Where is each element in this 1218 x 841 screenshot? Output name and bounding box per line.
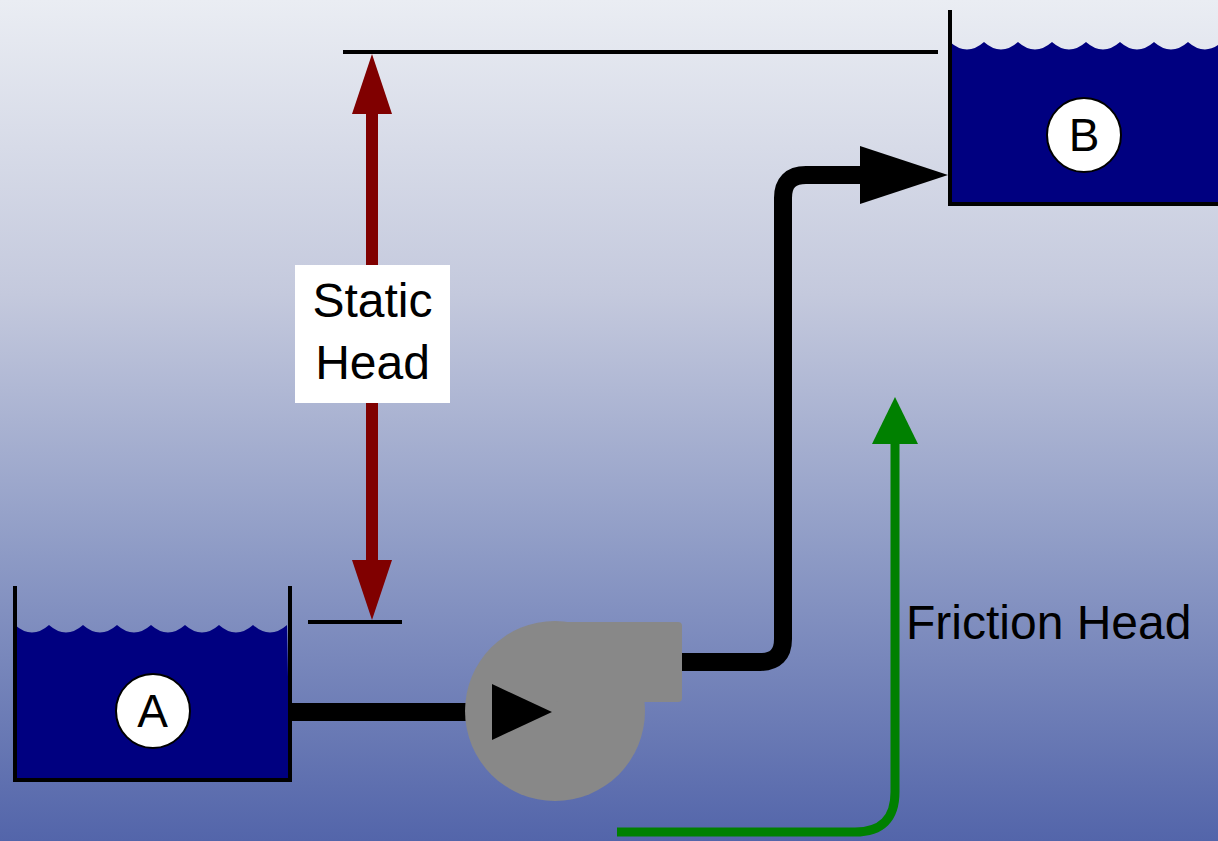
pump [555,622,682,702]
dimension-arrow [352,560,392,620]
friction-arrow [872,397,918,444]
tank: B [950,10,1218,204]
tank-water [950,42,1218,204]
friction-arrow [617,440,895,832]
tank: A [15,586,290,780]
pipe-arrowhead [860,146,948,204]
level-line [308,620,402,624]
tank-wall [950,10,1218,204]
pipe-line [290,175,895,712]
flow-arrow [492,684,552,740]
head-label: Static Head [297,270,448,395]
pipe [290,146,948,712]
tank-letter: B [1046,97,1122,173]
label-ground [295,265,450,403]
tank-water [15,625,290,780]
dimension-arrow [352,54,392,114]
tank-wall [15,586,290,780]
head-label: Friction Head [906,592,1206,654]
tank-letter: A [115,673,191,749]
level-line [343,50,938,54]
